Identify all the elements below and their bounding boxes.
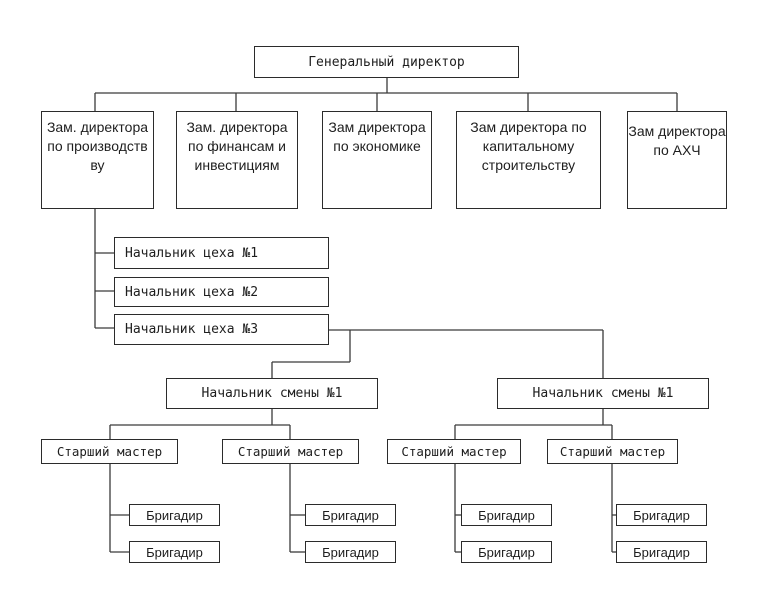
shop-head-3-box: Начальник цеха №3 xyxy=(114,314,329,345)
foreman-1b-box: Бригадир xyxy=(129,541,220,563)
deputy-ahch-box: Зам директора по АХЧ xyxy=(627,111,727,209)
senior-master-2-box: Старший мастер xyxy=(222,439,359,464)
foreman-4b-box: Бригадир xyxy=(616,541,707,563)
shop-head-2-box: Начальник цеха №2 xyxy=(114,277,329,307)
foreman-2a-box: Бригадир xyxy=(305,504,396,526)
deputy-finance-box: Зам. директора по финансам и инвестициям xyxy=(176,111,298,209)
foreman-1a-box: Бригадир xyxy=(129,504,220,526)
foreman-2b-box: Бригадир xyxy=(305,541,396,563)
foreman-3b-box: Бригадир xyxy=(461,541,552,563)
shift-head-right-box: Начальник смены №1 xyxy=(497,378,709,409)
senior-master-4-box: Старший мастер xyxy=(547,439,678,464)
foreman-3a-box: Бригадир xyxy=(461,504,552,526)
deputy-construction-box: Зам директора по капитальному строительс… xyxy=(456,111,601,209)
deputy-production-box: Зам. директора по производств ву xyxy=(41,111,154,209)
shift-head-left-box: Начальник смены №1 xyxy=(166,378,378,409)
general-director-box: Генеральный директор xyxy=(254,46,519,78)
foreman-4a-box: Бригадир xyxy=(616,504,707,526)
shop-head-1-box: Начальник цеха №1 xyxy=(114,237,329,269)
deputy-economics-box: Зам директора по экономике xyxy=(322,111,432,209)
senior-master-3-box: Старший мастер xyxy=(387,439,521,464)
senior-master-1-box: Старший мастер xyxy=(41,439,178,464)
